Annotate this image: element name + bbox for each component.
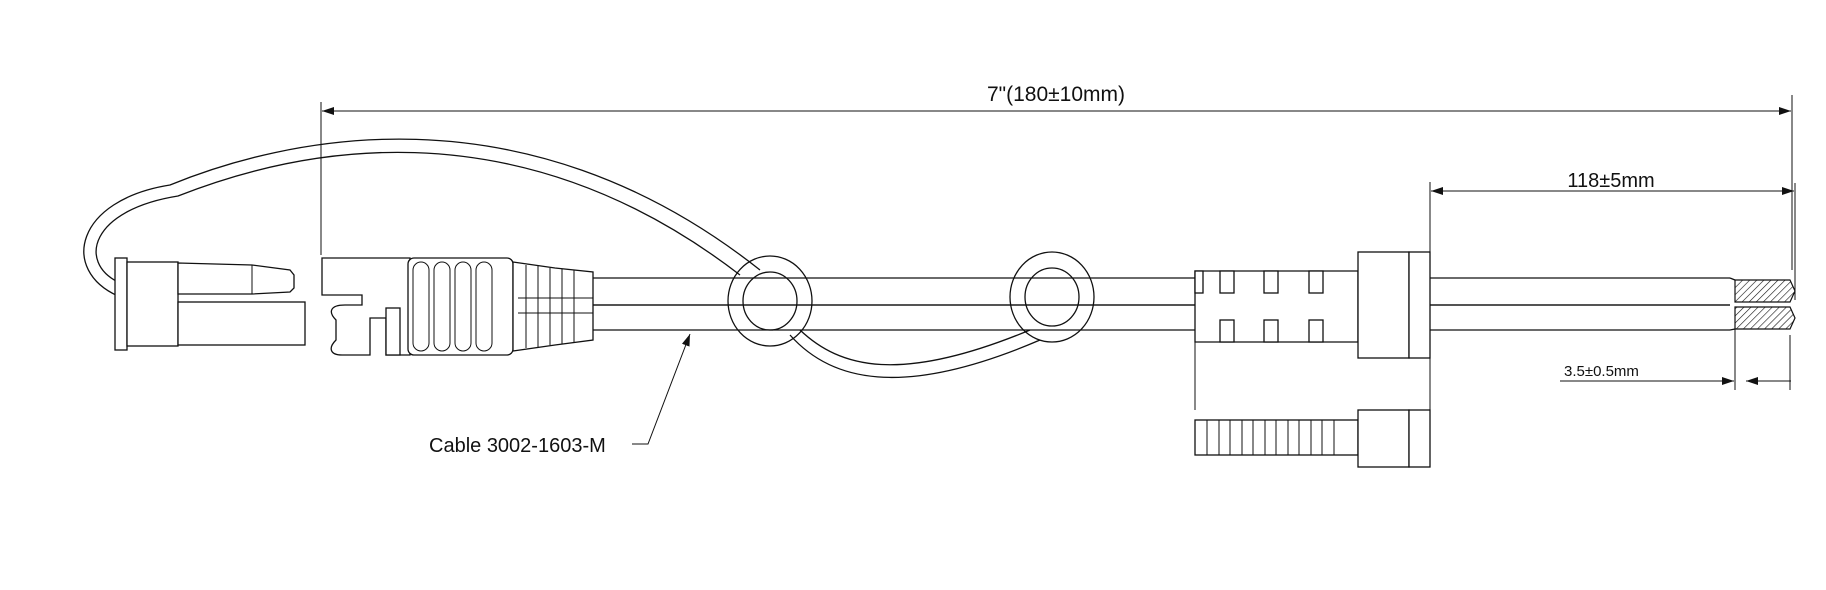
cable-callout-leader [632, 333, 691, 445]
dust-cap [83, 138, 761, 351]
cap-socket [177, 301, 306, 346]
strip-length-label: 118±5mm [1567, 170, 1654, 192]
cap-flange [114, 257, 128, 351]
stripped-wire-ends [1729, 277, 1796, 331]
cable-loop-lower [789, 334, 1041, 378]
wire-end-upper [1734, 279, 1796, 303]
sae-connector-grip [407, 257, 514, 356]
cable-ring-2 [1009, 251, 1095, 343]
cap-tether-inner [95, 151, 741, 283]
sae-connector [321, 257, 594, 356]
cable [590, 277, 1730, 378]
cap-body [126, 261, 179, 347]
cable-label: Cable 3002-1603-M [429, 435, 606, 457]
wire-end-lower [1734, 306, 1796, 330]
cable-tie-rings [727, 251, 1095, 347]
grommet-upper [1194, 251, 1431, 410]
cable-ring-1 [727, 255, 813, 347]
sae-strain-relief [512, 261, 594, 352]
overall-length-label: 7"(180±10mm) [987, 83, 1125, 106]
strip-end-dimension: 3.5±0.5mm [1560, 325, 1791, 390]
strip-end-label: 3.5±0.5mm [1564, 363, 1639, 380]
strip-length-dimension: 118±5mm [1429, 170, 1796, 300]
overall-length-dimension: 7"(180±10mm) [320, 83, 1793, 270]
grommet-side-view [1194, 409, 1431, 468]
cap-tether-outer [83, 138, 761, 297]
cap-pin [177, 262, 295, 295]
grommet-flange [1357, 251, 1410, 359]
cable-callout: Cable 3002-1603-M [429, 333, 691, 457]
